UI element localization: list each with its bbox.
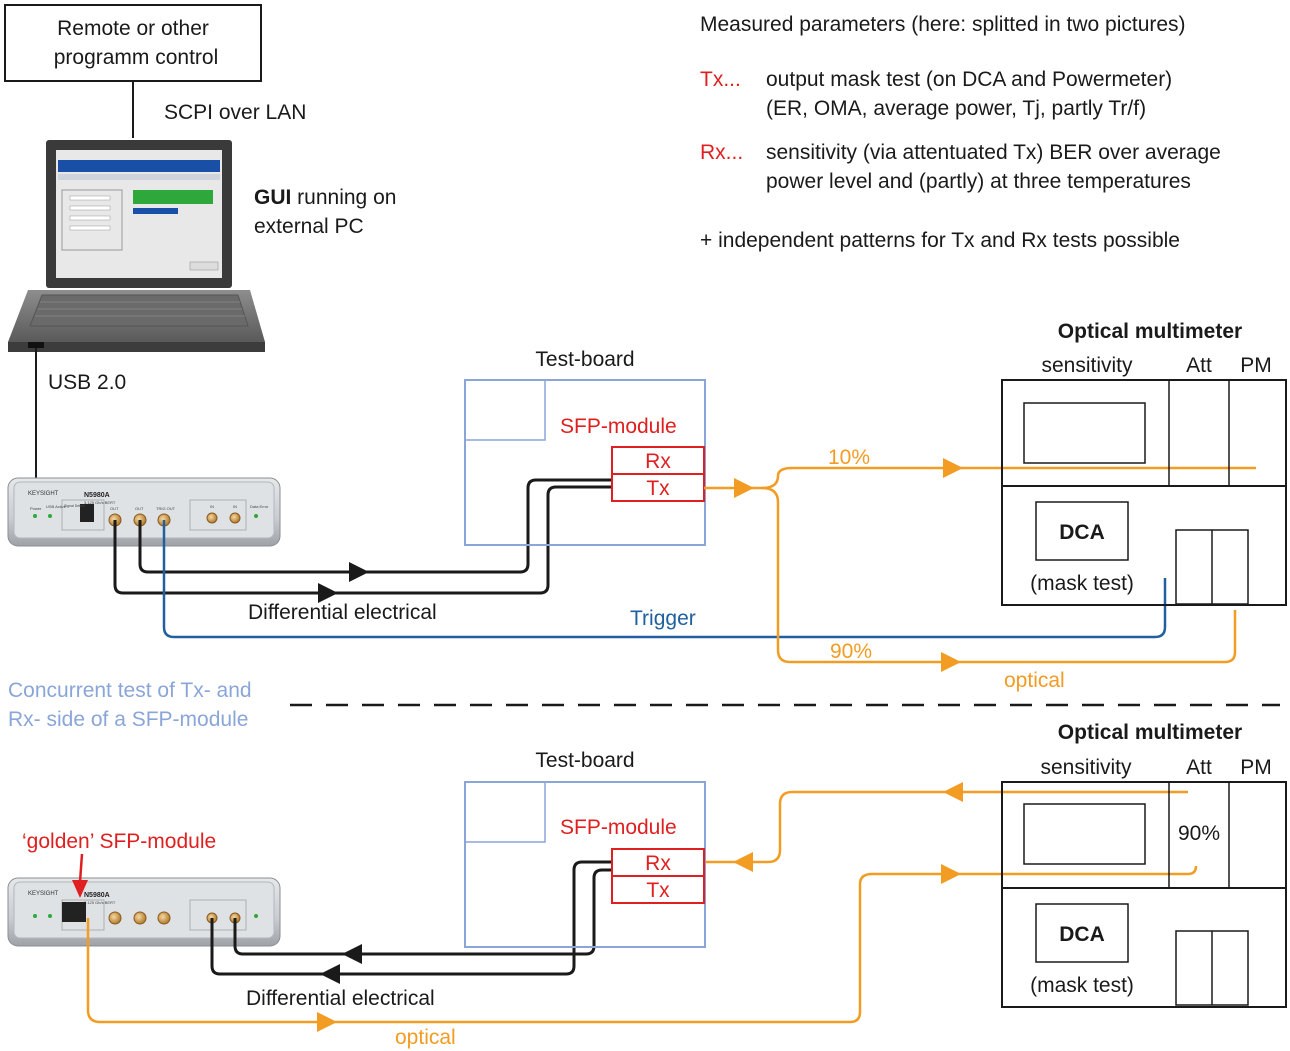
optical-multimeter-top: Optical multimeter sensitivity Att PM DC… — [1001, 320, 1287, 606]
arrow-icon — [941, 864, 961, 884]
test-board-bottom: Test-board SFP-module Rx Tx — [464, 749, 706, 948]
optical-paths-bottom — [86, 790, 1198, 1024]
diff-electrical-cables-top — [113, 478, 612, 595]
remote-control-box: Remote or other programm control — [4, 4, 262, 82]
col-att-bottom: Att — [1186, 756, 1212, 779]
bert-brand-bottom: KEYSIGHT — [28, 891, 59, 897]
diff-elec-label-bottom: Differential electrical — [246, 987, 435, 1010]
tx-line2: (ER, OMA, average power, Tj, partly Tr/f… — [766, 97, 1146, 120]
col-sensitivity-top: sensitivity — [1041, 354, 1133, 377]
col-att-top: Att — [1186, 354, 1212, 377]
gui-label-line2: external PC — [254, 215, 364, 238]
bert-instrument-top: KEYSIGHT N5980A 3.125 Gb/s BERT Power US… — [7, 477, 281, 547]
arrow-icon — [943, 782, 963, 802]
col-pm-bottom: PM — [1240, 756, 1272, 779]
bert-desc-bottom: 3.125 Gb/s BERT — [84, 900, 116, 905]
golden-arrow-line — [78, 853, 84, 883]
arrow-icon — [320, 964, 340, 984]
led-usb-label: USB Active — [46, 504, 67, 509]
optical-multimeter-bottom: Optical multimeter sensitivity Att PM 90… — [1001, 721, 1287, 1008]
remote-box-line1: Remote or other — [57, 17, 209, 40]
golden-sfp-slot — [62, 902, 86, 922]
col-sensitivity-bottom: sensitivity — [1040, 756, 1132, 779]
rx-line2: power level and (partly) at three temper… — [766, 170, 1191, 193]
bert-instrument-bottom: KEYSIGHT N5980A 3.125 Gb/s BERT — [7, 877, 281, 947]
port-out2-label: OUT — [135, 506, 144, 511]
rx-tag: Rx... — [700, 141, 743, 164]
bert-brand: KEYSIGHT — [28, 491, 59, 497]
signal-detect-label: Signal Detect — [64, 504, 85, 508]
remote-box-line2: programm control — [54, 46, 219, 69]
test-board-top: Test-board SFP-module Rx Tx — [464, 348, 706, 546]
optical-label-bottom: optical — [395, 1026, 456, 1049]
led-power-label: Power — [30, 506, 42, 511]
dca-label-top: DCA — [1059, 521, 1105, 544]
tx-port-bottom: Tx — [646, 879, 670, 902]
multimeter-title-bottom: Optical multimeter — [1058, 721, 1242, 744]
arrow-icon — [72, 880, 88, 898]
bert-desc: 3.125 Gb/s BERT — [84, 500, 116, 505]
arrow-icon — [734, 478, 754, 498]
att-pct-bottom: 90% — [1178, 822, 1220, 845]
arrow-icon — [943, 458, 963, 478]
arrow-icon — [349, 562, 369, 582]
optical-paths-top — [704, 466, 1256, 664]
port-in1-label: IN — [210, 504, 214, 509]
params-heading: Measured parameters (here: splitted in t… — [700, 13, 1186, 36]
arrow-icon — [733, 852, 753, 872]
trigger-cable — [162, 520, 1167, 639]
port-in2-label: IN — [233, 504, 237, 509]
usb-label: USB 2.0 — [48, 371, 126, 394]
led-data-label: Data Error — [250, 504, 269, 509]
sfp-label-top: SFP-module — [560, 415, 677, 438]
testboard-label-top: Test-board — [535, 348, 634, 371]
golden-sfp-label: ‘golden’ SFP-module — [22, 830, 216, 853]
multimeter-title-top: Optical multimeter — [1058, 320, 1242, 343]
pct90-label: 90% — [830, 640, 872, 663]
arrow-icon — [318, 583, 338, 603]
caption-line2: Rx- side of a SFP-module — [8, 708, 248, 731]
tx-port-top: Tx — [646, 477, 670, 500]
mask-test-top: (mask test) — [1030, 572, 1134, 595]
scpi-label: SCPI over LAN — [164, 101, 306, 124]
col-pm-top: PM — [1240, 354, 1272, 377]
rx-line1: sensitivity (via attentuated Tx) BER ove… — [766, 141, 1221, 164]
pct10-label: 10% — [828, 446, 870, 469]
optical-label-top: optical — [1004, 669, 1065, 692]
bert-model: N5980A — [84, 492, 110, 499]
mask-test-bottom: (mask test) — [1030, 974, 1134, 997]
rx-port-top: Rx — [645, 450, 671, 473]
arrow-icon — [342, 944, 362, 964]
gui-label-line1: GUI running on — [254, 186, 396, 209]
tx-line1: output mask test (on DCA and Powermeter) — [766, 68, 1172, 91]
testboard-label-bottom: Test-board — [535, 749, 634, 772]
laptop-icon — [8, 140, 265, 352]
diff-elec-label-top: Differential electrical — [248, 601, 437, 624]
arrow-icon — [317, 1012, 337, 1032]
sfp-label-bottom: SFP-module — [560, 816, 677, 839]
port-trig-label: TRIG OUT — [156, 506, 176, 511]
diff-electrical-cables-bottom — [210, 860, 612, 976]
caption-line1: Concurrent test of Tx- and — [8, 679, 252, 702]
measured-parameters: Measured parameters (here: splitted in t… — [700, 13, 1221, 252]
plus-line: + independent patterns for Tx and Rx tes… — [700, 229, 1180, 252]
trigger-label: Trigger — [630, 607, 696, 630]
rx-port-bottom: Rx — [645, 852, 671, 875]
dca-label-bottom: DCA — [1059, 923, 1105, 946]
bert-model-bottom: N5980A — [84, 892, 110, 899]
tx-tag: Tx... — [700, 68, 741, 91]
arrow-icon — [941, 652, 961, 672]
port-out1-label: OUT — [110, 506, 119, 511]
